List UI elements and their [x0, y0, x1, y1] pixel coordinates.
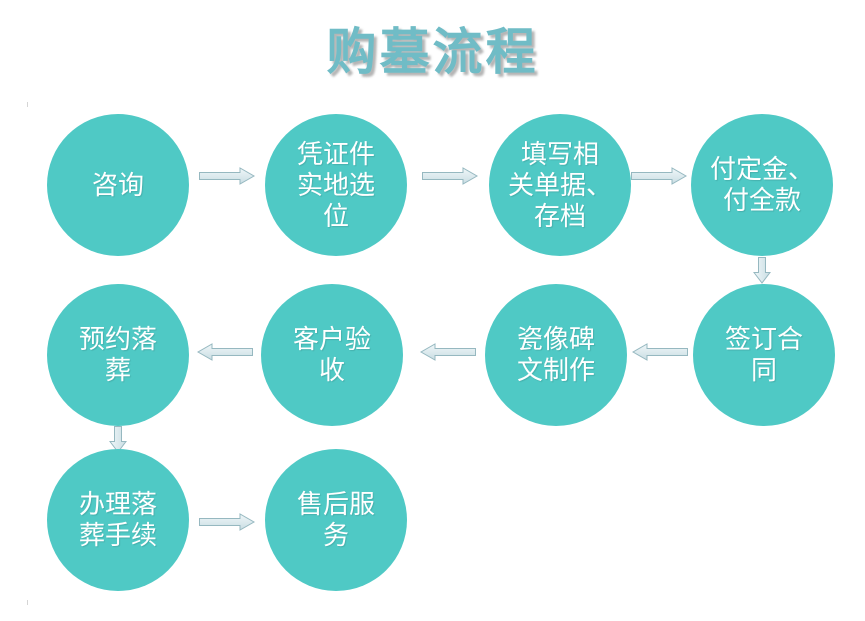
- arrow-right-icon: [199, 167, 255, 185]
- flow-node-label: 填写相 关单据、 存档: [507, 138, 612, 231]
- flow-node-label: 办理落 葬手续: [78, 489, 157, 550]
- arrow-right-icon: [631, 167, 687, 185]
- arrow-right-icon: [199, 513, 255, 531]
- flow-node-consult: 咨询: [47, 114, 189, 256]
- flow-node-site-selection: 凭证件 实地选 位: [265, 114, 407, 256]
- flow-node-after-sales: 售后服 务: [265, 449, 407, 591]
- stray-mark: [27, 600, 28, 605]
- flow-node-label: 售后服 务: [296, 489, 375, 550]
- arrow-left-icon: [197, 343, 253, 361]
- arrow-left-icon: [632, 343, 688, 361]
- flow-node-book-burial: 预约落 葬: [47, 284, 189, 426]
- flow-node-label: 客户验 收: [292, 324, 371, 385]
- arrow-left-icon: [420, 343, 476, 361]
- flow-node-client-accept: 客户验 收: [261, 284, 403, 426]
- flow-node-label: 瓷像碑 文制作: [516, 324, 595, 385]
- arrow-down-icon: [109, 426, 127, 453]
- flow-node-fill-forms: 填写相 关单据、 存档: [489, 114, 631, 256]
- flow-node-payment: 付定金、 付全款: [691, 114, 833, 256]
- stray-mark: [27, 102, 28, 107]
- flow-node-label: 凭证件 实地选 位: [296, 138, 375, 231]
- page-title: 购墓流程: [326, 24, 539, 80]
- flow-node-plaque-making: 瓷像碑 文制作: [485, 284, 627, 426]
- arrow-right-icon: [422, 167, 478, 185]
- flow-node-label: 预约落 葬: [78, 324, 157, 385]
- flow-node-label: 付定金、 付全款: [709, 154, 814, 215]
- flow-node-label: 签订合 同: [724, 324, 803, 385]
- flow-node-label: 咨询: [91, 169, 144, 200]
- flow-node-burial-process: 办理落 葬手续: [47, 449, 189, 591]
- flow-node-sign-contract: 签订合 同: [693, 284, 835, 426]
- arrow-down-icon: [753, 257, 771, 284]
